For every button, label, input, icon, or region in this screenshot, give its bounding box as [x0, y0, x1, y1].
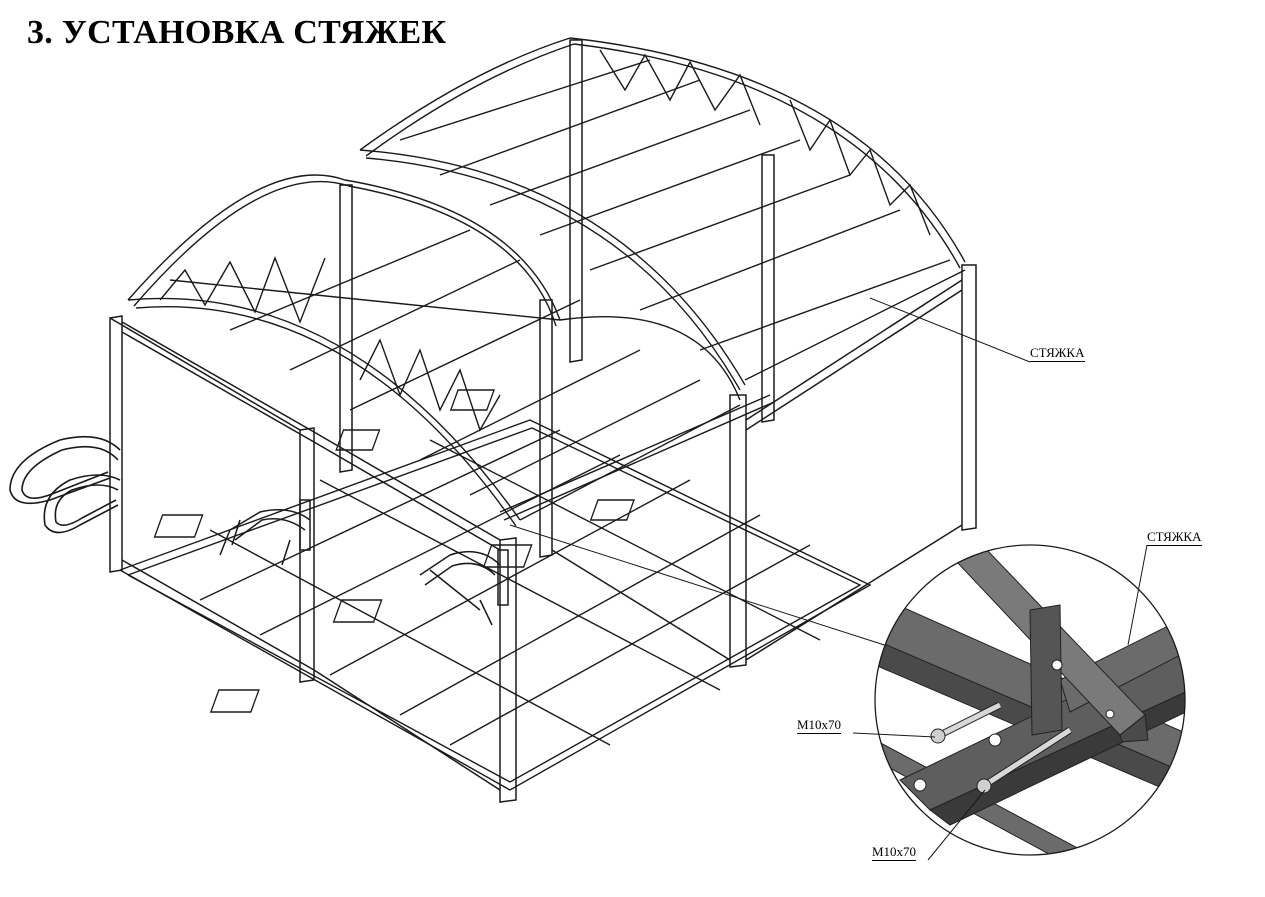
bike-rack-right: [419, 549, 509, 626]
bike-rack-left: [9, 435, 121, 534]
leader-line-bolt-lower: [927, 789, 986, 861]
rear-posts: [339, 39, 977, 668]
callout-tie-main: СТЯЖКА: [1030, 345, 1085, 362]
floor-frame: [119, 389, 872, 791]
leader-line-detail: [509, 524, 901, 651]
callout-tie-detail: СТЯЖКА: [1147, 529, 1202, 546]
roof-module-left: [127, 174, 741, 527]
leader-line-bolt-upper: [852, 732, 936, 738]
left-wall-frame: [109, 315, 517, 803]
callout-bolt-lower: М10х70: [872, 844, 917, 861]
page-title: 3. УСТАНОВКА СТЯЖЕК: [27, 14, 447, 51]
detail-magnifier: [874, 544, 1186, 856]
bike-rack-middle: [219, 499, 311, 566]
leader-line-tie-main: [869, 297, 1031, 363]
leader-line-tie-detail: [1127, 544, 1148, 646]
tie-rod: [499, 394, 775, 521]
roof-module-right: [359, 37, 966, 391]
callout-bolt-upper: М10х70: [797, 717, 842, 734]
